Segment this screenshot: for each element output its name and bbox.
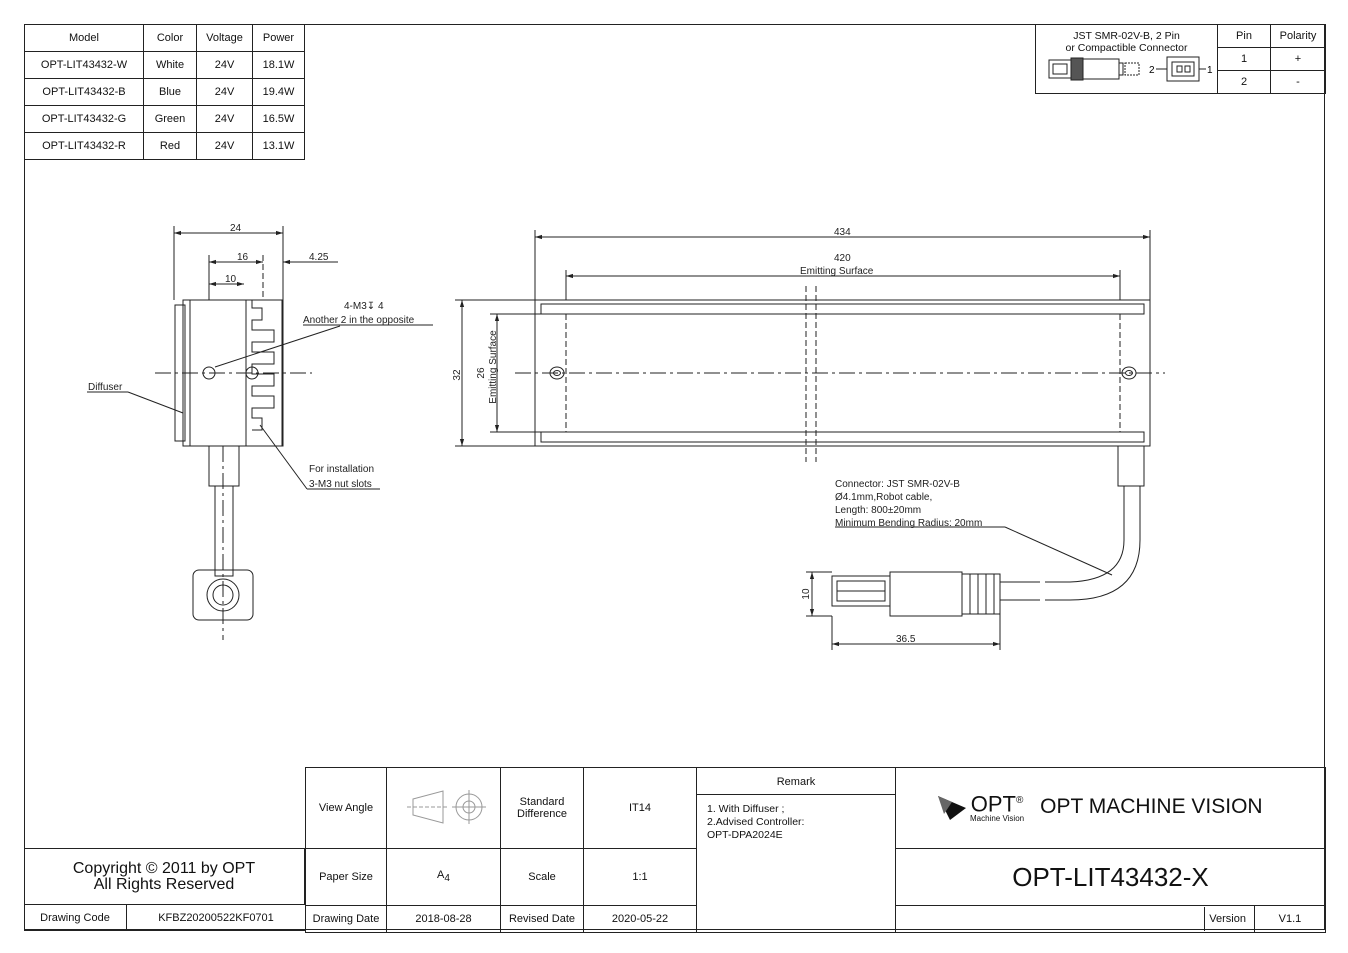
spec-cell-color: Red — [143, 132, 197, 160]
revised-date-value: 2020-05-22 — [583, 905, 697, 933]
connector-title-line1: JST SMR-02V-B, 2 Pin — [1073, 30, 1180, 42]
spec-table-row: OPT-LIT43432-W White 24V 18.1W — [24, 51, 305, 79]
emitting-surface-vertical-label: Emitting Surface — [488, 330, 499, 404]
scale-label: Scale — [500, 848, 584, 906]
company-cell: OPT® Machine Vision OPT MACHINE VISION — [895, 767, 1326, 849]
version-label: Version — [1204, 907, 1250, 931]
drawing-code-table: Drawing Code KFBZ20200522KF0701 — [24, 904, 306, 931]
spec-cell-voltage: 24V — [196, 105, 253, 133]
logo-text: OPT — [970, 791, 1016, 817]
opt-logo-icon — [938, 796, 966, 821]
logo-registered: ® — [1015, 794, 1024, 806]
spec-cell-color: White — [143, 51, 197, 79]
drawing-date-label: Drawing Date — [305, 905, 387, 933]
spec-table-row: OPT-LIT43432-G Green 24V 16.5W — [24, 105, 305, 133]
drawing-date-value: 2018-08-28 — [386, 905, 501, 933]
dim-26-label: 26 — [476, 367, 487, 379]
cable-note-line2: Ø4.1mm,Robot cable, — [835, 492, 932, 503]
dim-420-label: 420 — [834, 253, 851, 264]
version-value: V1.1 — [1254, 905, 1326, 933]
spec-cell-voltage: 24V — [196, 78, 253, 106]
cable-note-line4: Minimum Bending Radius: 20mm — [835, 518, 982, 529]
dim-32-label: 32 — [452, 369, 463, 381]
model-code: OPT-LIT43432-X — [895, 848, 1326, 906]
dim-434-label: 434 — [834, 227, 851, 238]
dim-10-label: 10 — [225, 274, 237, 285]
remark-line3: OPT-DPA2024E — [707, 829, 783, 841]
view-angle-symbol — [386, 767, 501, 849]
spec-cell-color: Green — [143, 105, 197, 133]
scale-value: 1:1 — [583, 848, 697, 906]
spec-cell-model: OPT-LIT43432-R — [24, 132, 144, 160]
connector-dim-36-5-label: 36.5 — [896, 634, 916, 645]
standard-difference-label: Standard Difference — [500, 767, 584, 849]
front-view-labels: 434 420 Emitting Surface 32 26 Emitting … — [452, 227, 982, 645]
dim-4-25-label: 4.25 — [309, 252, 329, 263]
connector-pin-right-label: 1 — [1207, 65, 1213, 76]
copyright-block: Copyright © 2011 by OPT All Rights Reser… — [24, 848, 305, 904]
company-name: OPT MACHINE VISION — [1040, 795, 1263, 819]
polarity-header: Polarity — [1270, 24, 1326, 48]
spec-cell-voltage: 24V — [196, 132, 253, 160]
pin-cell: 1 — [1217, 47, 1271, 71]
drawing-code-value: KFBZ20200522KF0701 — [126, 904, 306, 931]
drawing-code-label: Drawing Code — [24, 904, 127, 931]
remark-line2: 2.Advised Controller: — [707, 816, 805, 828]
side-view — [87, 226, 433, 640]
paper-size-sub: 4 — [444, 873, 450, 885]
polarity-cell: + — [1270, 47, 1326, 71]
connector-cell: JST SMR-02V-B, 2 Pin or Compactible Conn… — [1035, 24, 1218, 94]
connector-pin-left-label: 2 — [1149, 65, 1155, 76]
remark-cell: Remark 1. With Diffuser ; 2.Advised Cont… — [696, 767, 896, 933]
technical-drawing: 24 16 10 4.25 4-M3↧ 4 Another 2 in the o… — [87, 223, 1165, 650]
cable-note-line1: Connector: JST SMR-02V-B — [835, 479, 960, 490]
paper-size-label: Paper Size — [305, 848, 387, 906]
connector-dim-10-label: 10 — [801, 588, 812, 600]
spec-table-header-row: Model Color Voltage Power — [24, 24, 305, 52]
copyright-line1: Copyright © 2011 by OPT — [72, 860, 256, 877]
title-block: View Angle Standard Difference IT14 Rema… — [305, 767, 1326, 933]
dim-24-label: 24 — [230, 223, 242, 234]
emitting-surface-horizontal-label: Emitting Surface — [800, 266, 874, 277]
dim-16-label: 16 — [237, 252, 249, 263]
spec-table: Model Color Voltage Power OPT-LIT43432-W… — [24, 24, 305, 160]
side-view-labels: 24 16 10 4.25 4-M3↧ 4 Another 2 in the o… — [88, 223, 415, 490]
version-label-cell: Version — [895, 905, 1255, 933]
spec-table-row: OPT-LIT43432-B Blue 24V 19.4W — [24, 78, 305, 106]
spec-cell-power: 13.1W — [252, 132, 305, 160]
remark-label: Remark — [697, 768, 895, 795]
cable-note-line3: Length: 800±20mm — [835, 505, 921, 516]
spec-table-row: OPT-LIT43432-R Red 24V 13.1W — [24, 132, 305, 160]
paper-size-value: A — [437, 869, 445, 882]
remark-line1: 1. With Diffuser ; — [707, 803, 785, 815]
spec-cell-power: 18.1W — [252, 51, 305, 79]
polarity-cell: - — [1270, 70, 1326, 94]
projection-symbol-icon — [406, 789, 486, 824]
spec-cell-model: OPT-LIT43432-G — [24, 105, 144, 133]
connector-diagram: 2 1 — [1048, 56, 1213, 82]
revised-date-label: Revised Date — [500, 905, 584, 933]
connector-title-line2: or Compactible Connector — [1065, 42, 1188, 54]
front-view — [455, 230, 1165, 650]
view-angle-label: View Angle — [305, 767, 387, 849]
hole-note-line1: 4-M3↧ 4 — [344, 301, 384, 312]
connector-pin-table: JST SMR-02V-B, 2 Pin or Compactible Conn… — [1035, 24, 1326, 94]
install-note-line1: For installation — [309, 464, 374, 475]
spec-cell-model: OPT-LIT43432-B — [24, 78, 144, 106]
copyright-line2: All Rights Reserved — [93, 876, 235, 893]
standard-difference-value: IT14 — [583, 767, 697, 849]
hole-note-line2: Another 2 in the opposite — [303, 315, 415, 326]
logo-subtitle: Machine Vision — [970, 814, 1025, 824]
diffuser-label: Diffuser — [88, 382, 123, 393]
paper-size-value-cell: A4 — [386, 848, 501, 906]
install-note-line2: 3-M3 nut slots — [309, 479, 372, 490]
spec-header-color: Color — [143, 24, 197, 52]
